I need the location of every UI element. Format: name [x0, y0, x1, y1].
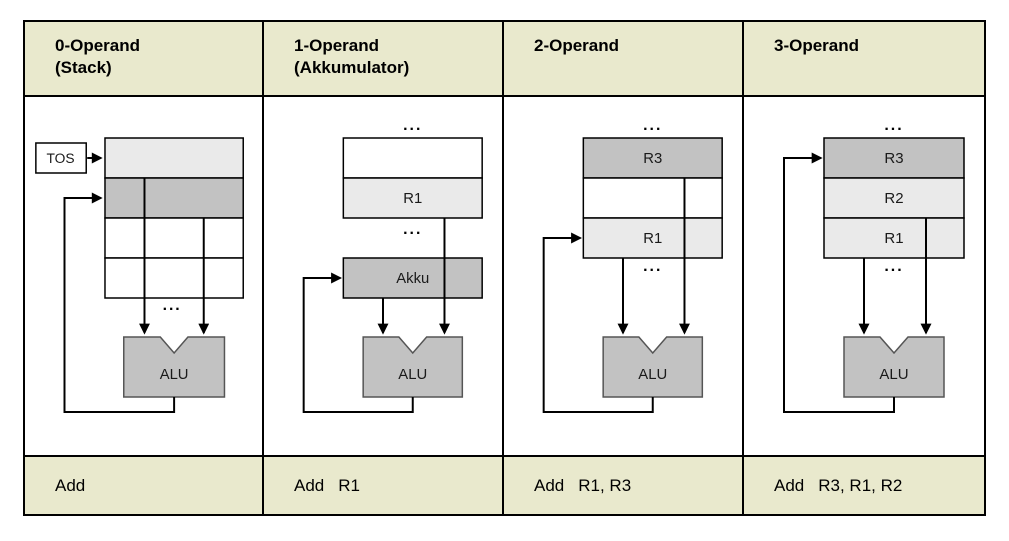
register-label-r1: R1	[643, 230, 662, 247]
stack-cell-fourth	[104, 257, 244, 299]
register-cell-r3	[823, 137, 965, 179]
akku-label: Akku	[396, 270, 429, 287]
result-feedback-arrow	[783, 152, 895, 413]
register-cell-r2	[823, 177, 965, 219]
register-cell-r1	[342, 177, 483, 219]
register-cell-r1	[582, 217, 723, 259]
diagram-cell-akkumulator: ... R1 ... Akku ALU	[264, 97, 504, 457]
two-operand-diagram: ... R3 R1 ... ALU	[542, 117, 723, 413]
ellipsis-top: ...	[403, 117, 422, 134]
register-label-r3: R3	[643, 150, 662, 167]
header-3-operand: 3-Operand	[744, 22, 984, 97]
instruction-cell-akkumulator: Add R1	[264, 457, 504, 514]
register-cell-r3	[582, 137, 723, 179]
header-0-operand: 0-Operand (Stack)	[25, 22, 264, 97]
ellipsis-top: ...	[643, 117, 662, 134]
ellipsis-bottom: ...	[403, 221, 422, 238]
stack-cell-top	[104, 137, 244, 179]
instruction-mnemonic: Add	[55, 475, 86, 495]
instruction-mnemonic: Add	[774, 475, 805, 495]
header-line2: (Stack)	[55, 58, 112, 77]
ellipsis-bottom: ...	[163, 297, 182, 314]
diagram-cell-2-operand: ... R3 R1 ... ALU	[504, 97, 744, 457]
alu-shape	[602, 336, 704, 398]
register-cell-empty	[582, 177, 723, 219]
diagram-cell-3-operand: ... R3 R2 R1 ... ALU	[744, 97, 984, 457]
instruction-operands: R1	[338, 475, 360, 495]
header-line2: (Akkumulator)	[294, 58, 410, 77]
header-line1: 0-Operand	[55, 36, 141, 55]
stack-cell-second	[104, 177, 244, 219]
instruction-mnemonic: Add	[534, 475, 565, 495]
akku-box	[342, 257, 483, 299]
stack-diagram: TOS ... ALU	[35, 137, 244, 413]
header-2-operand: 2-Operand	[504, 22, 744, 97]
header-line1: 2-Operand	[534, 36, 620, 55]
operand-architecture-table: 0-Operand (Stack) 1-Operand (Akkumulator…	[23, 20, 986, 516]
ellipsis-bottom: ...	[884, 258, 903, 275]
result-feedback-arrow	[302, 272, 414, 413]
header-line1: 1-Operand	[294, 36, 380, 55]
tos-label: TOS	[46, 150, 74, 166]
ellipsis-top: ...	[884, 117, 903, 134]
instruction-cell-3-operand: Add R3, R1, R2	[744, 457, 984, 514]
result-feedback-arrow	[542, 232, 654, 413]
register-label-r3: R3	[884, 150, 903, 167]
stack-cell-third	[104, 217, 244, 259]
alu-label: ALU	[638, 366, 667, 383]
alu-shape	[362, 336, 464, 398]
register-label-r2: R2	[884, 190, 903, 207]
alu-label: ALU	[160, 367, 189, 383]
tos-box	[35, 142, 87, 174]
header-line1: 3-Operand	[774, 36, 860, 55]
instruction-operands: R1, R3	[578, 475, 632, 495]
alu-label: ALU	[879, 366, 908, 383]
header-1-operand: 1-Operand (Akkumulator)	[264, 22, 504, 97]
three-operand-diagram: ... R3 R2 R1 ... ALU	[783, 117, 965, 413]
akkumulator-diagram: ... R1 ... Akku ALU	[302, 117, 483, 413]
alu-label: ALU	[398, 366, 427, 383]
alu-shape	[843, 336, 945, 398]
register-cell-empty	[342, 137, 483, 179]
register-label-r1: R1	[403, 190, 422, 207]
register-cell-r1	[823, 217, 965, 259]
instruction-mnemonic: Add	[294, 475, 325, 495]
instruction-cell-stack: Add	[25, 457, 264, 514]
ellipsis-bottom: ...	[643, 258, 662, 275]
instruction-cell-2-operand: Add R1, R3	[504, 457, 744, 514]
instruction-operands: R3, R1, R2	[818, 475, 903, 495]
result-feedback-arrow	[63, 192, 176, 413]
diagram-cell-stack: TOS ... ALU	[25, 97, 264, 457]
register-label-r1: R1	[884, 230, 903, 247]
alu-shape	[123, 336, 226, 398]
